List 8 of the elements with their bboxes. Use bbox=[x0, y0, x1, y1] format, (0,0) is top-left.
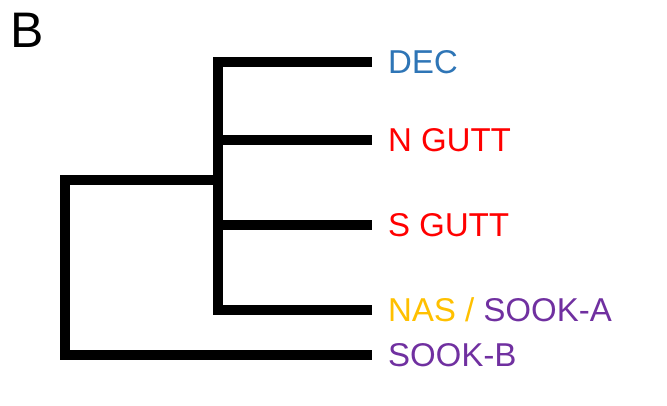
panel-letter: B bbox=[10, 2, 44, 58]
taxon-label: NAS / SOOK-A bbox=[372, 290, 612, 330]
taxon-label: SOOK-B bbox=[372, 335, 516, 375]
taxon-label: N GUTT bbox=[372, 120, 511, 160]
taxon-label: S GUTT bbox=[372, 205, 509, 245]
taxon-label: DEC bbox=[372, 42, 458, 82]
tree-branch bbox=[60, 185, 372, 360]
tree-branch bbox=[70, 175, 213, 185]
